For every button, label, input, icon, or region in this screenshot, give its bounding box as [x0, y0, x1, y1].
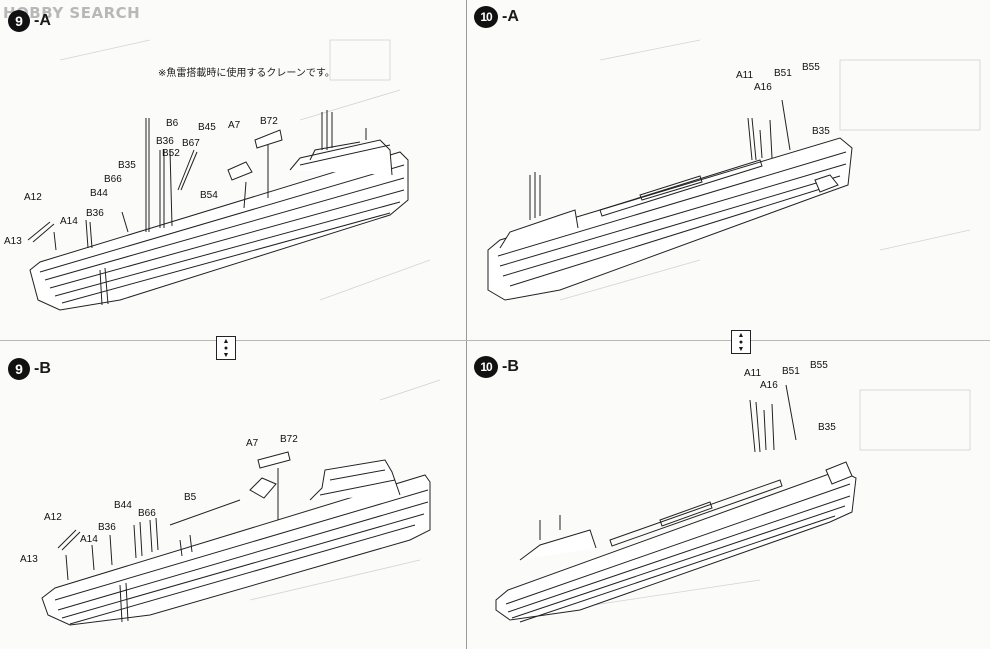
step-order-icon: ▲●▼ — [731, 330, 751, 354]
crane-note: ※魚雷搭載時に使用するクレーンです。 — [158, 68, 335, 79]
part-label: A12 — [24, 192, 42, 203]
step-label-9b: 9 -B — [8, 358, 51, 380]
step-number-badge: 9 — [8, 358, 30, 380]
part-labels-10a: A11 A16 B51 B55 B35 — [736, 62, 830, 137]
part-label: B44 — [90, 188, 108, 199]
part-label: A7 — [228, 120, 241, 131]
part-label: B51 — [774, 68, 792, 79]
part-label: B5 — [184, 492, 197, 503]
part-label: B66 — [104, 174, 122, 185]
part-label: B35 — [118, 160, 136, 171]
part-label: B45 — [198, 122, 216, 133]
part-label: A13 — [20, 554, 38, 565]
submarine-hull-9a — [27, 110, 409, 311]
submarine-hull-9b — [41, 451, 431, 626]
part-label: B51 — [782, 366, 800, 377]
part-label: A11 — [744, 368, 761, 379]
step-label-10b: 10 -B — [474, 356, 519, 378]
part-label: B52 — [162, 148, 180, 159]
part-label: A16 — [754, 82, 772, 93]
watermark-logo: HOBBY SEARCH — [3, 4, 141, 22]
part-label: A14 — [80, 534, 98, 545]
part-label: B36 — [98, 522, 116, 533]
part-label: B67 — [182, 138, 200, 149]
step-suffix: -A — [502, 8, 519, 25]
step-label-10a: 10 -A — [474, 6, 519, 28]
step-suffix: -B — [34, 360, 51, 377]
step-suffix: -A — [34, 12, 51, 29]
horizontal-divider — [0, 340, 990, 341]
part-label: B44 — [114, 500, 132, 511]
part-label: B35 — [812, 126, 830, 137]
part-labels-9b: A7 B72 B5 B44 B66 A12 B36 A14 A13 — [20, 434, 298, 565]
step-order-icon: ▲●▼ — [216, 336, 236, 360]
part-labels-9a: A12 A13 A14 B36 B44 B66 B35 B6 B36 B52 B… — [4, 116, 278, 247]
part-labels-10b: A11 A16 B51 B55 B35 — [744, 360, 836, 433]
part-label: B55 — [802, 62, 820, 73]
part-label: A13 — [4, 236, 22, 247]
part-label: B55 — [810, 360, 828, 371]
part-label: A12 — [44, 512, 62, 523]
part-label: B54 — [200, 190, 218, 201]
part-label: A7 — [246, 438, 259, 449]
part-label: B36 — [86, 208, 104, 219]
part-label: A11 — [736, 70, 753, 81]
part-label: A16 — [760, 380, 778, 391]
part-label: A14 — [60, 216, 78, 227]
step-label-9a: 9 -A — [8, 10, 51, 32]
part-label: B66 — [138, 508, 156, 519]
step-suffix: -B — [502, 358, 519, 375]
submarine-hull-10b — [495, 384, 857, 623]
part-label: B72 — [260, 116, 278, 127]
step-number-badge: 9 — [8, 10, 30, 32]
step-number-badge: 10 — [474, 356, 498, 378]
vertical-divider — [466, 0, 467, 649]
part-label: B6 — [166, 118, 179, 129]
part-label: B36 — [156, 136, 174, 147]
part-label: B35 — [818, 422, 836, 433]
submarine-hull-10a — [487, 99, 853, 301]
part-label: B72 — [280, 434, 298, 445]
bleed-through-ghost — [59, 39, 981, 611]
step-number-badge: 10 — [474, 6, 498, 28]
